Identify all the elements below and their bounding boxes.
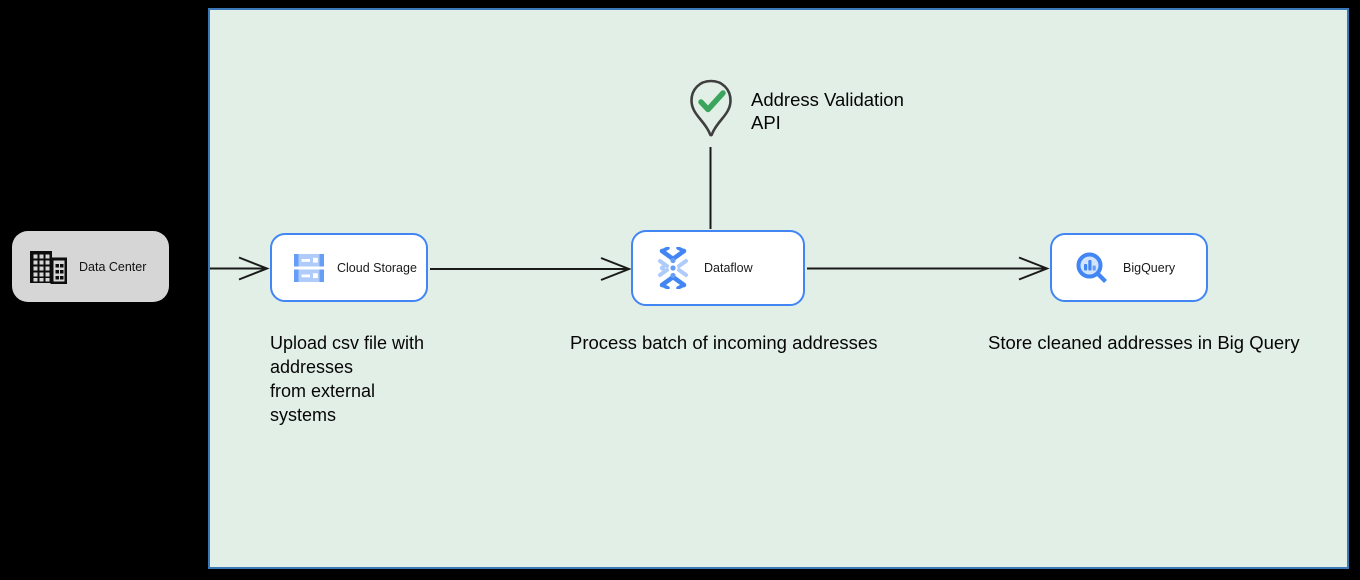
node-data-center: Data Center (12, 231, 169, 302)
node-bigquery-label: BigQuery (1123, 260, 1176, 275)
node-dataflow: Dataflow (631, 230, 805, 306)
node-cloud-storage-label: Cloud Storage (337, 260, 417, 275)
annotation-upload-csv: Upload csv file with addresses from exte… (270, 333, 425, 425)
annotation-store-cleaned: Store cleaned addresses in Big Query (988, 332, 1300, 353)
address-validation-marker (686, 78, 736, 140)
node-bigquery: BigQuery (1050, 233, 1208, 302)
annotation-process-batch: Process batch of incoming addresses (570, 332, 878, 353)
node-data-center-label: Data Center (79, 259, 147, 274)
building-icon (30, 250, 67, 284)
cloud-storage-icon (294, 253, 324, 282)
address-validation-label: Address Validation API (751, 89, 904, 133)
node-cloud-storage: Cloud Storage (270, 233, 428, 302)
node-dataflow-label: Dataflow (704, 261, 753, 275)
bigquery-icon (1076, 252, 1107, 283)
dataflow-icon (658, 247, 688, 289)
map-pin-check-icon (690, 79, 732, 137)
